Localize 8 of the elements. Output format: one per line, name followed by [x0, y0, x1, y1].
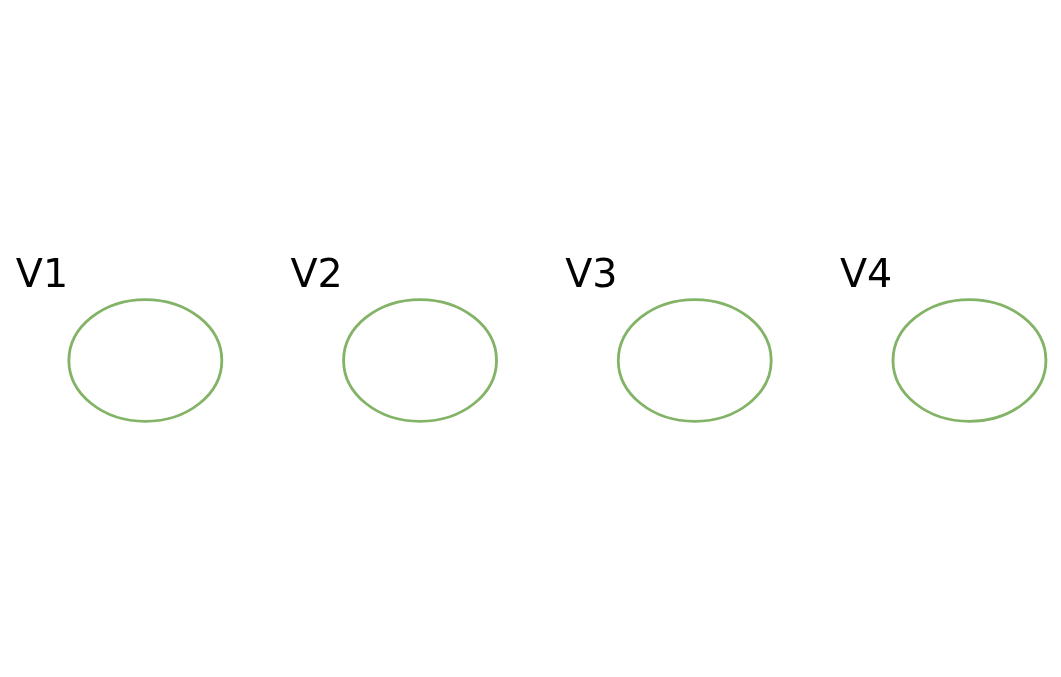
- node-circle: [342, 298, 498, 423]
- node-label: V4: [839, 250, 893, 297]
- node-label: V2: [290, 250, 343, 297]
- node-circle: [616, 298, 773, 423]
- node-label: V1: [15, 250, 69, 297]
- node-circle: [891, 298, 1048, 423]
- node-label: V3: [565, 250, 618, 297]
- node-circle: [67, 298, 224, 423]
